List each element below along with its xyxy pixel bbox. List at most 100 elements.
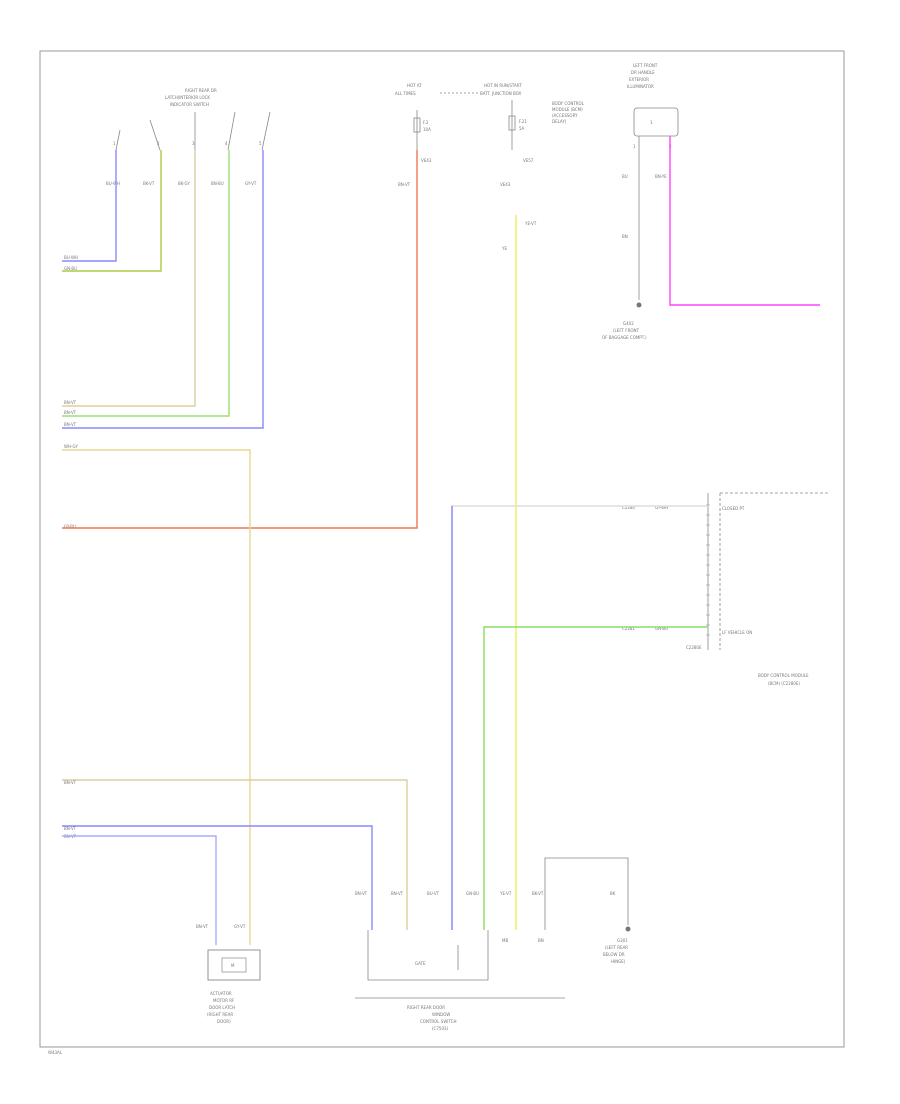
blm-label-3: DOOR LATCH — [209, 1005, 235, 1010]
fuse-top-left: HOT AT ALL TIMES F.2 10A VE43 BN-VT — [395, 83, 478, 187]
wire-blue-motor — [62, 835, 217, 945]
wire-tan-bottom — [62, 779, 408, 930]
tlm-pin-2: 2 — [157, 141, 160, 146]
wire-magenta — [669, 136, 820, 306]
trm-body — [633, 107, 679, 137]
fuse-tm-amp: 5A — [519, 126, 525, 131]
fuse-tl-number: F.2 — [423, 120, 429, 125]
tl-wire-label-3: BK-GY — [178, 181, 190, 186]
bcm-bottom-wire-3: BU-VT — [427, 891, 440, 896]
bcm-wire-4: GN-BU — [655, 626, 668, 631]
wire-lightgreen-left — [62, 150, 230, 417]
tlm-pin-5: 5 — [259, 141, 262, 146]
mid-v-label-3: YE-VT — [524, 221, 537, 226]
ground-bottom-label-2: (LEFT REAR — [605, 945, 628, 950]
blm-core-label: M — [231, 963, 235, 968]
switch-lead-4 — [227, 111, 236, 151]
bcm-connector: C2280E — [686, 645, 702, 650]
wire-orange — [62, 150, 418, 529]
left-label-6: WH-GY — [64, 444, 78, 449]
tl-wire-label-5: GY-VT — [245, 181, 257, 186]
fuse-top-mid: HOT IN RUN/START BATT. JUNCTION BOX F.21… — [480, 83, 585, 251]
bcm-bottom-wire-4: GN-BU — [466, 891, 479, 896]
mid-v-label-4: YE — [501, 246, 507, 251]
bcm-pin-label-2: LF VEHICLE ON — [722, 630, 752, 635]
ground-g402-symbol — [636, 302, 642, 308]
wire-tan-motor — [62, 449, 251, 945]
ground-g301-symbol — [625, 926, 631, 932]
ground-bottom-label-1: G301 — [617, 938, 628, 943]
fuse-tm-number: F.21 — [519, 119, 527, 124]
wire-yellowgreen-top-left — [62, 150, 162, 272]
bcm-bottom-label-2: WINDOW — [432, 1012, 450, 1017]
top-left-module-title-2: LATCH/INTERIOR LOCK — [165, 95, 210, 100]
fuse-tm-out-label: VE57 — [523, 158, 534, 163]
bcm-wire-1: C2280 — [622, 505, 635, 510]
bcm-bottom-wire-5: YE-VT — [499, 891, 512, 896]
tlm-pin-1: 1 — [113, 141, 116, 146]
blm-wire-1: BN-VT — [196, 924, 209, 929]
fuse-tm-title-2: BATT. JUNCTION BOX — [480, 91, 522, 96]
fuse-tl-out-label: VE43 — [421, 158, 432, 163]
wire-blue-top-left — [62, 150, 117, 262]
switch-lead-1 — [115, 129, 121, 151]
left-label-2: GN-BU — [64, 266, 77, 271]
bcm-bottom-wire-7: BK — [610, 891, 616, 896]
diagram-frame — [39, 50, 845, 1048]
tl-wire-label-2: BK-VT — [143, 181, 155, 186]
ground-bottom-label-3: BELOW DR — [603, 952, 625, 957]
trm-wire-label-3: BN — [622, 234, 628, 239]
switch-lead-2 — [149, 119, 161, 151]
blm-core — [221, 957, 247, 973]
trm-title-2: DR HANDLE — [631, 70, 655, 75]
bcm-bracket — [367, 930, 489, 981]
bcm-bottom-mid-2: BN — [538, 938, 544, 943]
bcm-label-2: (BCM) (C2280E) — [768, 681, 800, 686]
mid-v-label-1: BN-VT — [398, 182, 411, 187]
bcm-bottom-wire-6: BK-VT — [532, 891, 544, 896]
top-left-module: RIGHT REAR DR LATCH/INTERIOR LOCK INDICA… — [106, 88, 271, 186]
left-label-8: BN-VT — [64, 780, 77, 785]
trm-pin-1: 1 — [633, 144, 636, 149]
bcm-bottom-wire-1: BN-VT — [355, 891, 368, 896]
bcm-pin-ticks — [706, 504, 710, 636]
blm-label-5: DOOR) — [217, 1019, 231, 1024]
bottom-center-module: BN-VT BN-VT BU-VT GN-BU YE-VT BK-VT BK M… — [355, 891, 616, 1031]
blm-label-4: (RIGHT REAR — [207, 1012, 233, 1017]
switch-lead-5 — [261, 111, 271, 151]
ground-bottom-label-4: HINGE) — [611, 959, 626, 964]
ground-tr-label-1: G402 — [623, 321, 634, 326]
left-label-5: BN-VT — [64, 422, 77, 427]
bcm-inner: GATE — [415, 961, 426, 966]
trm-wire-label-1: BU — [622, 174, 628, 179]
blm-label-2: MOTOR RF — [213, 998, 235, 1003]
trm-title-1: LEFT FRONT — [633, 63, 658, 68]
trm-pin-label: 1 — [650, 120, 653, 125]
fuse-tl-body — [413, 117, 421, 133]
wire-blue-left — [62, 150, 264, 429]
fuse-tm-side-3: (ACCESSORY — [552, 113, 578, 118]
ground-tr-label-2: (LEFT FRONT — [613, 328, 639, 333]
top-right-module: LEFT FRONT DR HANDLE EXTERIOR ILLUMINATO… — [622, 63, 679, 239]
blm-wire-2: GY-VT — [234, 924, 246, 929]
bcm-wire-2: GY-WH — [655, 505, 668, 510]
fuse-tm-side-4: DELAY) — [552, 119, 567, 124]
bottom-left-motor: BN-VT GY-VT M ACTUATOR MOTOR RF DOOR LAT… — [196, 924, 261, 1024]
ground-tr-label-3: OF BAGGAGE COMPT.) — [602, 335, 647, 340]
wire-lightgray-bcm — [451, 505, 708, 930]
fuse-tl-title-2: ALL TIMES — [395, 91, 416, 96]
fuse-tm-side-2: MODULE (BCM) — [552, 107, 583, 112]
bcm-bottom-label-4: (C7503) — [432, 1026, 449, 1031]
bcm-bottom-mid-1: MB — [502, 938, 508, 943]
blm-body — [207, 949, 261, 981]
fuse-tl-amp: 10A — [423, 127, 431, 132]
fuse-tl-title-1: HOT AT — [407, 83, 422, 88]
bcm-right: CLOSED PT LF VEHICLE ON C2280E BODY CONT… — [622, 492, 830, 686]
footer-code: W43AL — [48, 1050, 63, 1055]
bcm-bottom-label-1: RIGHT REAR DOOR — [407, 1005, 445, 1010]
wire-green-bcm — [483, 626, 708, 930]
tlm-pin-3: 3 — [192, 141, 195, 146]
tl-wire-label-4: BN-BU — [211, 181, 224, 186]
